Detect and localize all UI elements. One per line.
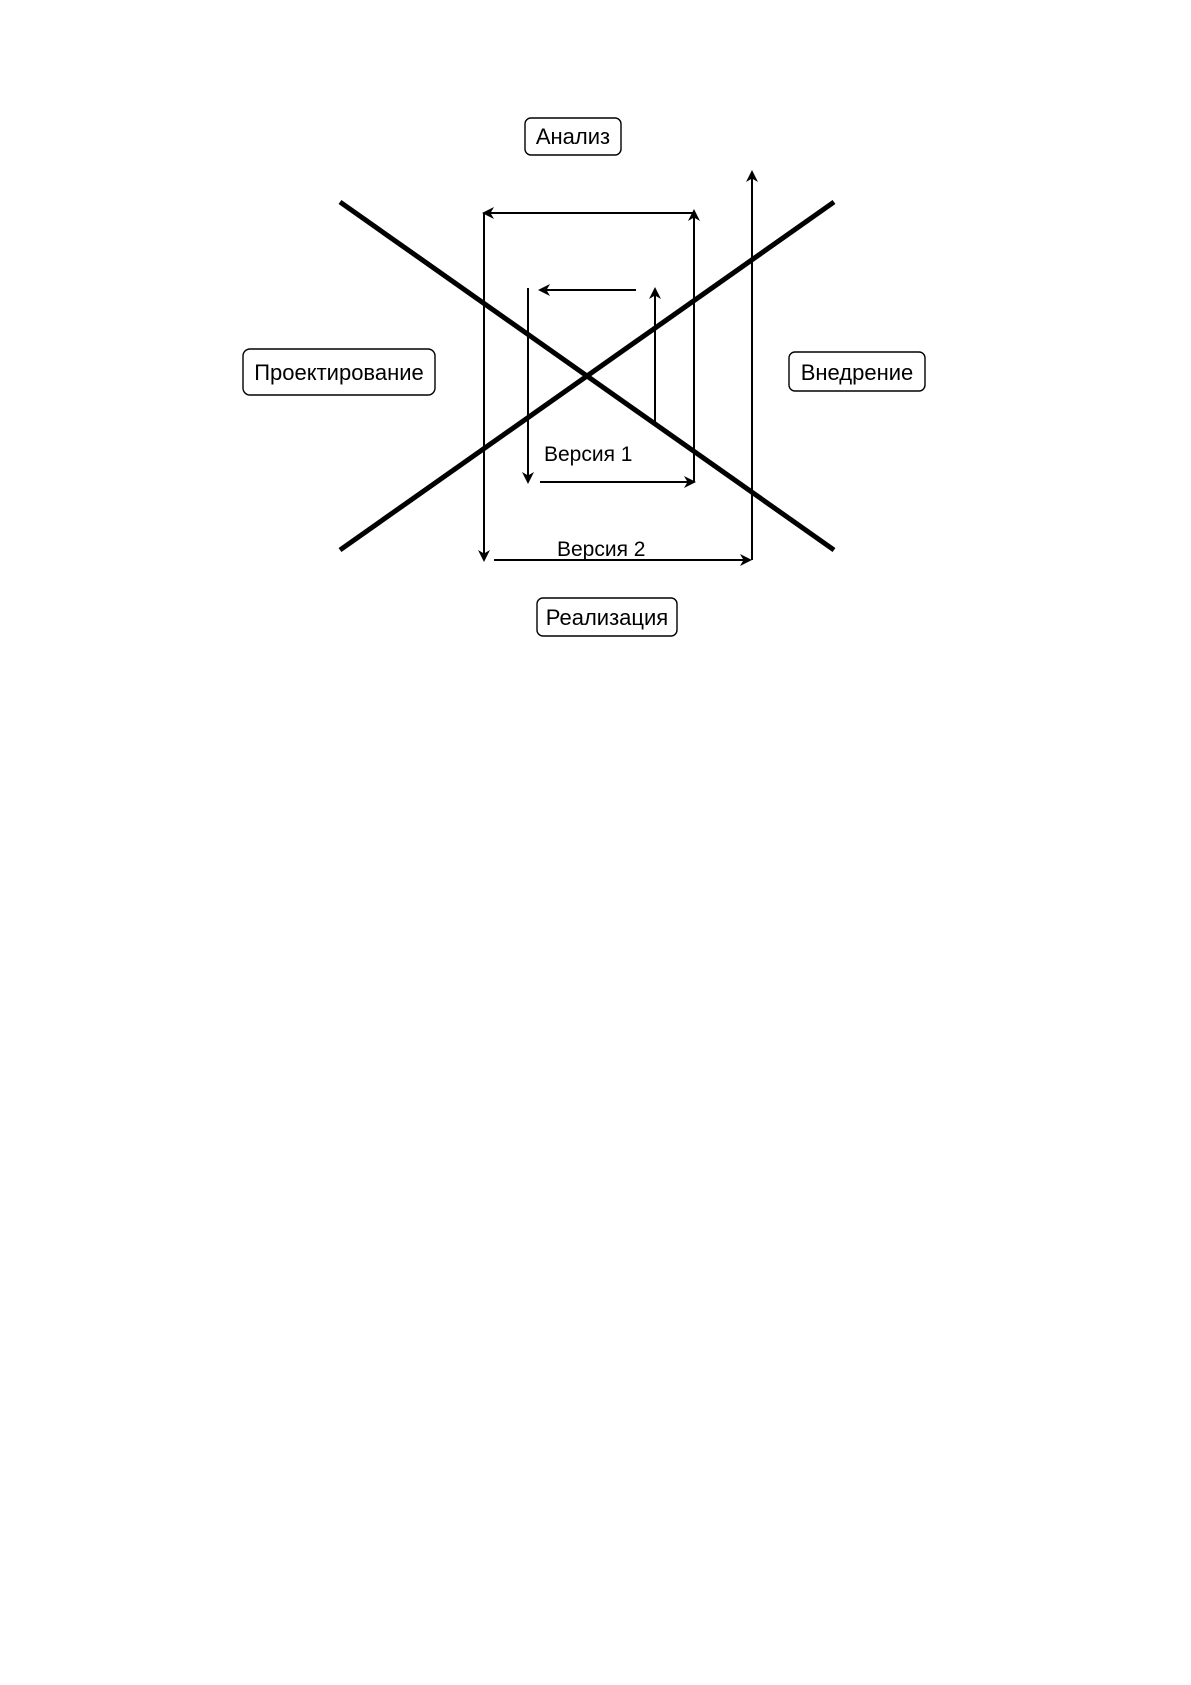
phase-implementation-label: Реализация <box>546 605 668 630</box>
version-1-label: Версия 1 <box>544 443 632 466</box>
phase-analysis-box: Анализ <box>525 118 621 155</box>
phase-design-label: Проектирование <box>254 360 424 385</box>
version-2-label: Версия 2 <box>557 538 645 561</box>
version-2-loop <box>484 172 752 560</box>
phase-implementation-box: Реализация <box>537 598 677 636</box>
phase-design-box: Проектирование <box>243 349 435 395</box>
phase-deployment-box: Внедрение <box>789 352 925 391</box>
version-1-loop <box>528 211 694 482</box>
phase-analysis-label: Анализ <box>536 124 610 149</box>
phase-deployment-label: Внедрение <box>801 360 914 385</box>
